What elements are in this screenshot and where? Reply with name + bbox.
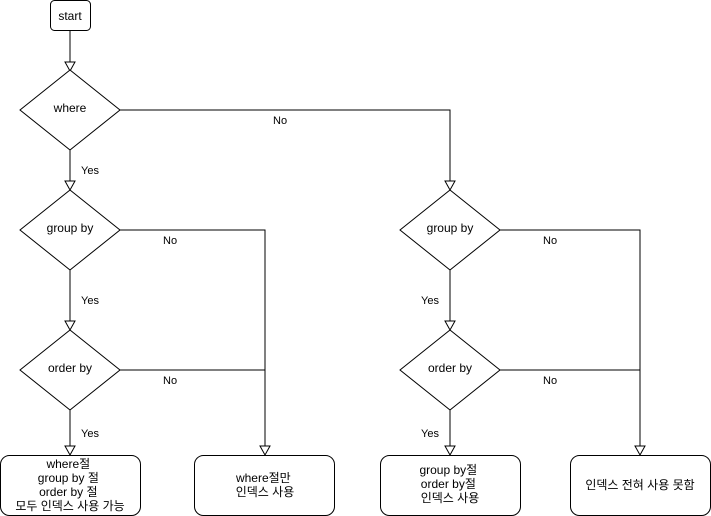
node-order-by-left: order by <box>19 329 121 411</box>
edge-label-group-left-no: No <box>163 235 177 247</box>
node-result-group-order: group by절 order by절 인덱스 사용 <box>380 455 521 516</box>
arrowhead <box>634 445 646 457</box>
arrowhead <box>444 445 456 457</box>
arrowhead <box>64 445 76 457</box>
node-order-by-left-label: order by <box>48 361 92 375</box>
edge-group-left-no <box>120 229 266 447</box>
edge-label-where-yes: Yes <box>81 165 99 177</box>
node-group-by-right-label: group by <box>427 221 474 235</box>
node-where-label: where <box>53 101 87 115</box>
arrowhead <box>64 61 76 73</box>
node-group-by-left-label: group by <box>47 221 94 235</box>
edge-label-group-right-yes: Yes <box>421 295 439 307</box>
node-order-by-right: order by <box>399 329 501 411</box>
node-result-none: 인덱스 전혀 사용 못함 <box>570 455 711 516</box>
node-start-label: start <box>58 9 82 23</box>
edge-labels: Yes No Yes No Yes No Yes No Yes No <box>81 115 557 440</box>
arrowhead <box>64 320 76 332</box>
edges <box>69 30 641 447</box>
edge-where-no <box>120 109 451 182</box>
edge-label-order-right-yes: Yes <box>421 428 439 440</box>
node-where: where <box>19 69 121 151</box>
edge-group-right-no <box>500 229 641 447</box>
arrowhead <box>64 180 76 192</box>
edge-label-group-left-yes: Yes <box>81 295 99 307</box>
edge-label-order-left-no: No <box>163 375 177 387</box>
arrowhead <box>444 320 456 332</box>
edge-label-where-no: No <box>273 115 287 127</box>
edge-label-group-right-no: No <box>543 235 557 247</box>
edge-label-order-right-no: No <box>543 375 557 387</box>
node-group-by-left: group by <box>19 189 121 271</box>
node-result-all: where절 group by 절 order by 절 모두 인덱스 사용 가… <box>0 455 141 516</box>
node-start: start <box>50 0 91 31</box>
node-result-group-order-label: group by절 order by절 인덱스 사용 <box>419 463 480 505</box>
node-result-all-label: where절 group by 절 order by 절 모두 인덱스 사용 가… <box>15 457 124 513</box>
arrowhead <box>259 445 271 457</box>
edge-label-order-left-yes: Yes <box>81 428 99 440</box>
node-result-none-label: 인덱스 전혀 사용 못함 <box>585 478 694 492</box>
node-group-by-right: group by <box>399 189 501 271</box>
node-result-where-only-label: where절만 인덱스 사용 <box>235 471 294 499</box>
node-order-by-right-label: order by <box>428 361 472 375</box>
node-result-where-only: where절만 인덱스 사용 <box>194 455 335 516</box>
arrowhead <box>444 180 456 192</box>
arrowheads <box>64 61 646 457</box>
